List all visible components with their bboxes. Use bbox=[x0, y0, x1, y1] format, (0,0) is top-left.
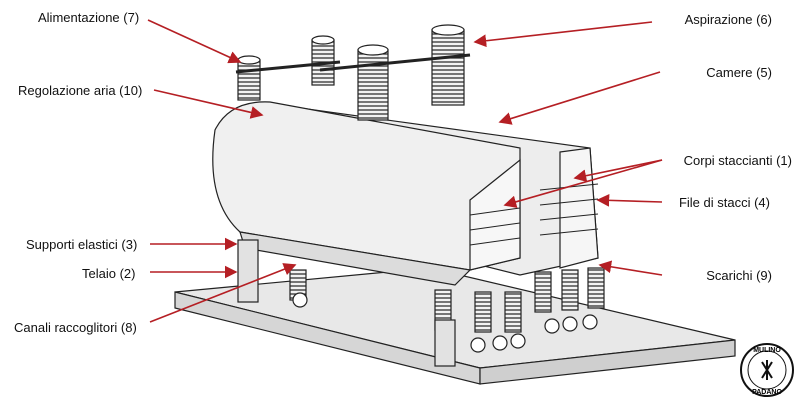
label-alimentazione: Alimentazione (7) bbox=[38, 10, 140, 25]
label-camere: Camere (5) bbox=[706, 65, 772, 80]
label-telaio: Telaio (2) bbox=[82, 266, 136, 281]
svg-text:MULINO: MULINO bbox=[753, 347, 781, 354]
label-regolazione: Regolazione aria (10) bbox=[18, 83, 143, 98]
base-frame bbox=[174, 267, 736, 385]
label-corpi: Corpi staccianti (1) bbox=[683, 153, 792, 168]
label-aspirazione: Aspirazione (6) bbox=[684, 12, 772, 27]
elastic-supports bbox=[237, 239, 456, 367]
svg-text:PADANO: PADANO bbox=[752, 389, 782, 396]
outlet-bellows bbox=[289, 267, 605, 353]
front-sifter-body bbox=[212, 101, 521, 286]
mulino-padano-logo: MULINO PADANO bbox=[740, 343, 794, 397]
label-supporti: Supporti elastici (3) bbox=[26, 237, 138, 252]
label-scarichi: Scarichi (9) bbox=[706, 268, 772, 283]
label-file: File di stacci (4) bbox=[678, 195, 770, 210]
label-canali: Canali raccoglitori (8) bbox=[14, 320, 137, 335]
pointer-arrows bbox=[147, 19, 663, 323]
inlet-bellows bbox=[235, 24, 471, 121]
